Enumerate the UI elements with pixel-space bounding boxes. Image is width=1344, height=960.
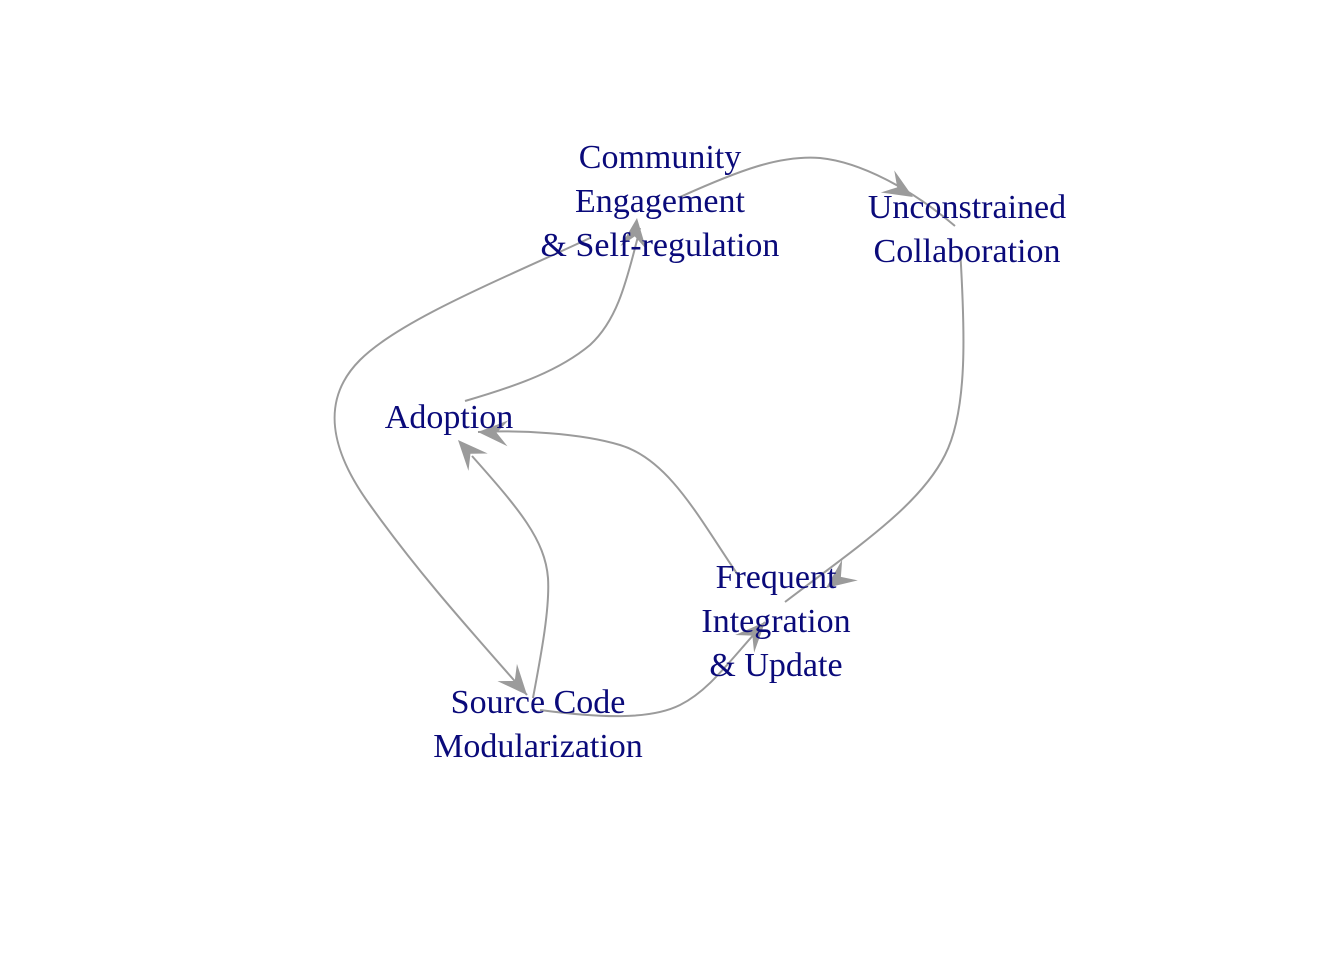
edge-line bbox=[333, 237, 591, 696]
arrowhead-icon bbox=[458, 440, 488, 471]
edges-layer bbox=[333, 156, 965, 718]
arrowhead-icon bbox=[497, 663, 527, 695]
edge-line bbox=[679, 156, 956, 227]
node-label-line: Unconstrained bbox=[868, 189, 1066, 226]
node-adoption: Adoption bbox=[385, 399, 513, 436]
arrowhead-icon bbox=[826, 559, 858, 588]
edge-line bbox=[464, 227, 641, 402]
node-label-line: & Self-regulation bbox=[541, 227, 780, 264]
node-label-line: Integration bbox=[701, 603, 850, 640]
node-label-line: Modularization bbox=[433, 728, 643, 765]
edge-line bbox=[477, 430, 741, 579]
edge-line bbox=[784, 247, 965, 603]
node-label-line: Engagement bbox=[575, 183, 745, 220]
arrowhead-icon bbox=[478, 420, 509, 447]
node-label-line: Frequent bbox=[716, 559, 837, 596]
node-label-line: Adoption bbox=[385, 399, 513, 436]
edge-community-to-source bbox=[333, 237, 591, 696]
edge-line bbox=[539, 621, 766, 718]
edge-source-to-frequent bbox=[539, 621, 766, 718]
node-label-line: Source Code bbox=[451, 684, 626, 721]
node-label-line: Community bbox=[579, 139, 741, 176]
arrowhead-icon bbox=[620, 218, 647, 250]
node-label-line: & Update bbox=[709, 647, 842, 684]
edge-community-to-collab bbox=[679, 156, 956, 227]
node-label-line: Collaboration bbox=[874, 233, 1061, 270]
edge-adoption-to-community bbox=[464, 218, 647, 402]
edge-collab-to-frequent bbox=[784, 247, 965, 603]
arrowhead-icon bbox=[880, 170, 913, 197]
edge-source-to-adoption bbox=[458, 440, 550, 699]
edge-frequent-to-adoption bbox=[477, 420, 741, 579]
arrowhead-icon bbox=[735, 622, 765, 653]
edge-line bbox=[471, 455, 550, 699]
